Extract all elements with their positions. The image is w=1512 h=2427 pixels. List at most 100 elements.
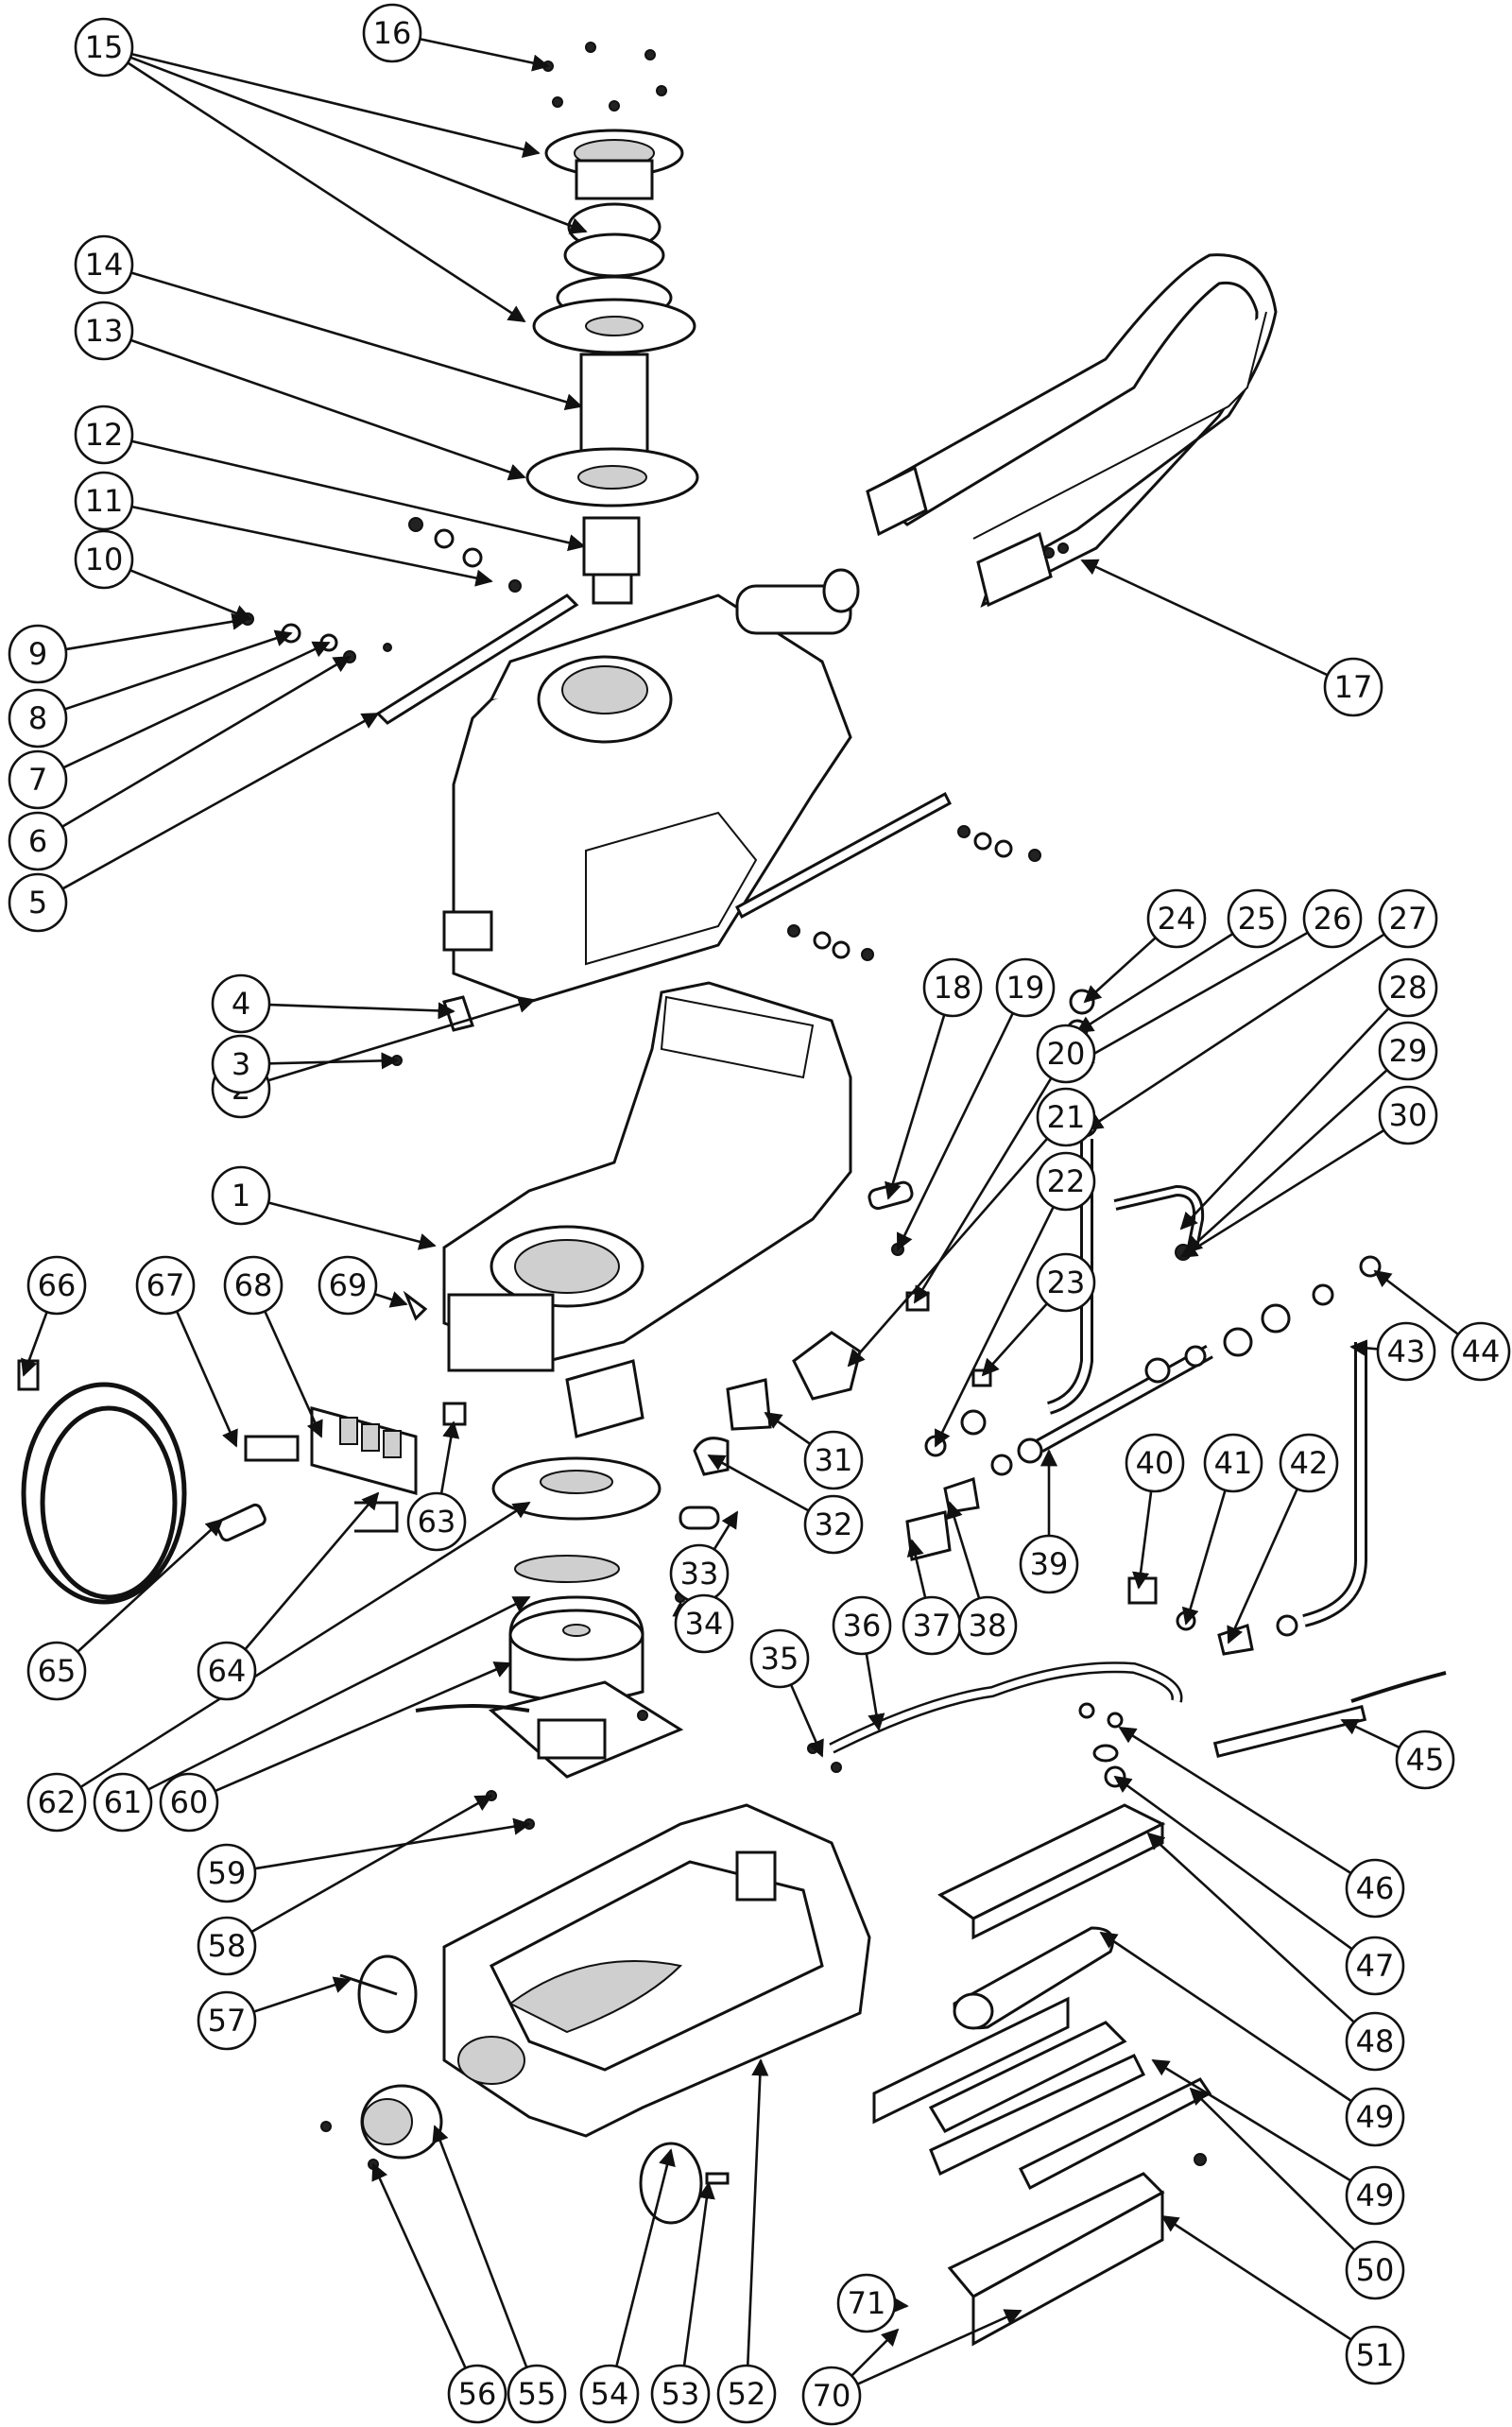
callout-number: 5	[28, 885, 47, 921]
leader-line-21	[847, 1137, 1049, 1368]
callout-circle	[406, 1491, 467, 1552]
callout-60: 60	[159, 1772, 219, 1833]
callout-26: 26	[1302, 888, 1363, 949]
callout-37: 37	[902, 1595, 962, 1656]
leader-line-4	[268, 1002, 455, 1020]
leader-line-52	[746, 2058, 769, 2367]
callout-number: 34	[685, 1606, 724, 1642]
callout-number: 11	[85, 483, 124, 519]
callout-65: 65	[26, 1641, 87, 1701]
callout-number: 69	[329, 1267, 368, 1303]
callout-number: 9	[28, 636, 47, 672]
callout-circle	[1302, 888, 1363, 949]
callout-56: 56	[447, 2364, 507, 2424]
callout-number: 27	[1389, 901, 1428, 937]
callout-number: 1	[232, 1178, 250, 1214]
callout-number: 70	[813, 2378, 851, 2414]
callout-3: 3	[211, 1034, 271, 1094]
callout-number: 66	[38, 1267, 77, 1303]
leader-line-25	[1075, 932, 1234, 1034]
leader-line-15	[130, 52, 541, 158]
leader-line-13	[129, 338, 526, 481]
callout-circle	[1345, 1858, 1405, 1919]
callout-number: 24	[1158, 901, 1196, 937]
callout-24: 24	[1146, 888, 1207, 949]
callout-circle	[579, 2364, 640, 2424]
callout-number: 40	[1136, 1445, 1175, 1481]
callout-number: 7	[28, 762, 47, 798]
callout-number: 3	[232, 1046, 250, 1082]
callout-68: 68	[223, 1255, 284, 1316]
callout-16: 16	[362, 3, 422, 63]
callout-circle	[1345, 2087, 1405, 2147]
callout-circle	[26, 1772, 87, 1833]
callout-circle	[1451, 1321, 1511, 1382]
callout-circle	[74, 529, 134, 590]
callout-number: 59	[208, 1855, 247, 1891]
leader-line-68	[264, 1310, 323, 1438]
callout-circle	[803, 1494, 864, 1555]
callout-23: 23	[1036, 1252, 1096, 1313]
leader-line-12	[130, 439, 586, 552]
callout-66: 66	[26, 1255, 87, 1316]
callout-number: 68	[234, 1267, 273, 1303]
callout-number: 60	[170, 1784, 209, 1820]
callout-circle	[8, 624, 68, 684]
leader-line-51	[1160, 2214, 1352, 2341]
leader-line-37	[906, 1539, 927, 1599]
callout-number: 43	[1387, 1334, 1426, 1369]
callout-number: 32	[815, 1506, 853, 1542]
callout-number: 35	[761, 1641, 799, 1677]
leader-line-69	[374, 1291, 408, 1308]
callout-number: 58	[208, 1928, 247, 1964]
leader-line-54	[615, 2148, 676, 2367]
callout-61: 61	[93, 1772, 153, 1833]
callout-circle	[1036, 1151, 1096, 1212]
callout-number: 41	[1214, 1445, 1253, 1481]
leader-line-11	[131, 505, 493, 587]
callout-14: 14	[74, 234, 134, 295]
callout-12: 12	[74, 404, 134, 465]
callout-circle	[922, 957, 983, 1018]
leader-line-15	[129, 56, 588, 234]
solution-tank-1	[442, 981, 852, 1438]
leader-line-35	[789, 1683, 824, 1758]
callout-circle	[650, 2364, 711, 2424]
leader-lines	[21, 37, 1459, 2385]
callout-layer: 1234567891011121314151617181920212223242…	[8, 3, 1511, 2426]
callout-59: 59	[197, 1843, 257, 1903]
callout-34: 34	[674, 1593, 734, 1654]
leader-line-61	[147, 1595, 531, 1791]
callout-number: 65	[38, 1653, 77, 1689]
leader-line-48	[1146, 1832, 1355, 2023]
callout-circle	[674, 1593, 734, 1654]
callout-number: 48	[1356, 2023, 1395, 2059]
float-cap-assembly-15	[532, 129, 696, 354]
callout-number: 55	[518, 2376, 557, 2412]
callout-46: 46	[1345, 1858, 1405, 1919]
leader-line-19	[896, 1012, 1015, 1251]
callout-number: 62	[38, 1784, 77, 1820]
callout-number: 56	[458, 2376, 497, 2412]
callout-55: 55	[507, 2364, 567, 2424]
callout-circle	[507, 2364, 567, 2424]
callout-number: 4	[232, 986, 250, 1022]
callout-28: 28	[1378, 957, 1438, 1018]
callout-number: 29	[1389, 1033, 1428, 1069]
leader-line-46	[1118, 1726, 1352, 1875]
callout-number: 54	[591, 2376, 629, 2412]
callout-circle	[1036, 1087, 1096, 1147]
callout-number: 64	[208, 1653, 247, 1689]
callout-20: 20	[1036, 1024, 1096, 1084]
callout-number: 14	[85, 247, 124, 283]
callout-circle	[1378, 888, 1438, 949]
callout-circle	[8, 688, 68, 749]
callout-36: 36	[832, 1595, 892, 1656]
leader-line-27	[1085, 933, 1385, 1131]
callout-circle	[74, 471, 134, 531]
callout-number: 31	[815, 1442, 853, 1478]
callout-58: 58	[197, 1916, 257, 1976]
leader-line-9	[65, 612, 249, 651]
callout-10: 10	[74, 529, 134, 590]
callout-number: 10	[85, 542, 124, 577]
